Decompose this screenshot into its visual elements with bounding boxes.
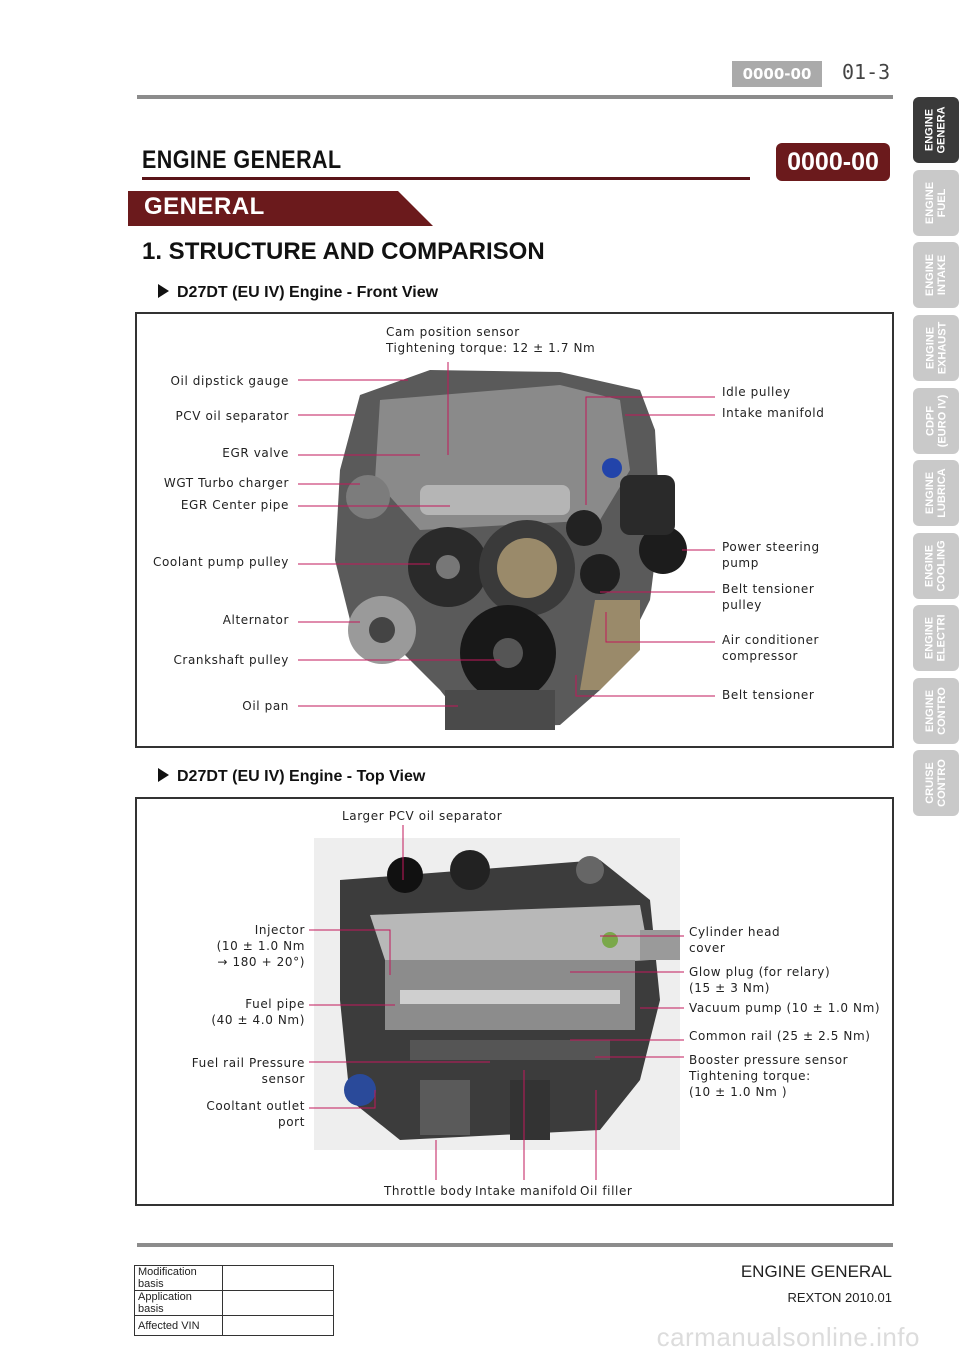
top-label-injector: Injector (10 ± 1.0 Nm → 180 + 20°) (216, 923, 305, 969)
front-view-heading-text: D27DT (EU IV) Engine - Front View (177, 284, 439, 301)
front-label-egr-valve: EGR valve (222, 446, 289, 460)
top-view-heading: D27DT (EU IV) Engine - Top View (158, 768, 425, 786)
top-label-intake-manifold: Intake manifold (475, 1184, 578, 1198)
top-label-fuel-rail-pressure-sensor: Fuel rail Pressure sensor (191, 1056, 305, 1086)
top-label-glow-plug: Glow plug (for relary) (15 ± 3 Nm) (689, 965, 831, 995)
top-label-vacuum-pump: Vacuum pump (10 ± 1.0 Nm) (689, 1001, 881, 1015)
table-row: Application basis (134, 1290, 334, 1316)
footer-title: ENGINE GENERAL (740, 1262, 892, 1281)
front-label-intake-manifold: Intake manifold (722, 406, 825, 420)
front-view-heading: D27DT (EU IV) Engine - Front View (158, 284, 438, 302)
section-banner (128, 191, 433, 226)
side-tab-label: ENGINE INTAKE (924, 253, 948, 297)
top-label-booster-pressure-sensor: Booster pressure sensor Tightening torqu… (689, 1053, 849, 1099)
side-tab-engine-general[interactable]: ENGINE GENERA (913, 97, 959, 163)
side-tab-label: ENGINE COOLING (924, 540, 948, 592)
table-key: Application basis (134, 1290, 223, 1316)
side-tab-label: ENGINE GENERA (924, 106, 948, 154)
side-tab-engine-lubrication[interactable]: ENGINE LUBRICA (913, 460, 959, 526)
side-tab-engine-control[interactable]: ENGINE CONTRO (913, 678, 959, 744)
top-label-coolant-outlet-port: Cooltant outlet port (206, 1099, 305, 1129)
side-tab-label: CRUISE CONTRO (924, 759, 949, 807)
top-view-illustration (309, 825, 684, 1180)
top-label-fuel-pipe: Fuel pipe (40 ± 4.0 Nm) (211, 997, 305, 1027)
front-label-coolant-pump-pulley: Coolant pump pulley (153, 555, 289, 569)
section-heading: 1. STRUCTURE AND COMPARISON (142, 238, 545, 265)
engine-front-image (335, 370, 687, 730)
engine-top-image (314, 838, 680, 1150)
side-tab-cruise-control[interactable]: CRUISE CONTRO (913, 750, 959, 816)
front-label-crankshaft-pulley: Crankshaft pulley (173, 653, 289, 667)
top-label-cylinder-head-cover: Cylinder head cover (689, 925, 781, 955)
table-value (222, 1315, 334, 1336)
section-banner-label: GENERAL (144, 193, 265, 220)
front-label-belt-tensioner-pulley: Belt tensioner pulley (722, 582, 815, 612)
side-tab-label: CDPF (EURO IV) (924, 394, 948, 448)
top-label-common-rail: Common rail (25 ± 2.5 Nm) (689, 1029, 871, 1043)
triangle-bullet-icon (158, 284, 169, 298)
top-divider (137, 95, 893, 99)
side-tab-engine-intake[interactable]: ENGINE INTAKE (913, 242, 959, 308)
front-label-air-conditioner-compressor: Air conditioner compressor (722, 633, 820, 663)
side-tab-cdpf[interactable]: CDPF (EURO IV) (913, 388, 959, 454)
top-view-heading-text: D27DT (EU IV) Engine - Top View (177, 768, 426, 785)
side-tab-label: ENGINE LUBRICA (924, 468, 948, 518)
side-tab-label: ENGINE EXHAUST (924, 321, 948, 375)
table-key: Affected VIN (134, 1315, 223, 1336)
table-value (222, 1290, 334, 1316)
page-title: ENGINE GENERAL (142, 146, 342, 174)
front-label-wgt-turbo-charger: WGT Turbo charger (163, 476, 289, 490)
table-key: Modification basis (134, 1265, 223, 1291)
table-row: Affected VIN (134, 1315, 334, 1336)
side-tab-label: ENGINE CONTRO (924, 687, 949, 735)
side-tab-label: ENGINE ELECTRI (924, 614, 948, 662)
front-label-oil-dipstick-gauge: Oil dipstick gauge (170, 374, 289, 388)
side-tab-engine-fuel[interactable]: ENGINE FUEL (913, 170, 959, 236)
modification-table: Modification basis Application basis Aff… (134, 1265, 334, 1336)
side-tab-engine-electrical[interactable]: ENGINE ELECTRI (913, 605, 959, 671)
side-tab-engine-exhaust[interactable]: ENGINE EXHAUST (913, 315, 959, 381)
front-view-illustration (298, 362, 715, 730)
front-label-oil-pan: Oil pan (242, 699, 289, 713)
table-value (222, 1265, 334, 1291)
table-row: Modification basis (134, 1265, 334, 1291)
front-label-power-steering-pump: Power steering pump (722, 540, 820, 570)
top-leader-lines (309, 825, 684, 1180)
front-leader-lines (298, 362, 715, 707)
top-label-throttle-body: Throttle body (384, 1184, 473, 1198)
page-number: 01-3 (842, 60, 891, 84)
front-label-belt-tensioner: Belt tensioner (722, 688, 815, 702)
watermark: carmanualsonline.info (656, 1322, 920, 1352)
title-code-badge: 0000-00 (776, 143, 890, 181)
title-underline (142, 177, 750, 180)
side-tab-label: ENGINE FUEL (924, 181, 948, 225)
front-label-idle-pulley: Idle pulley (722, 385, 791, 399)
footer-divider (137, 1243, 893, 1247)
top-label-larger-pcv-oil-separator: Larger PCV oil separator (342, 809, 503, 823)
front-label-alternator: Alternator (222, 613, 289, 627)
footer-subtitle: REXTON 2010.01 (787, 1290, 892, 1305)
front-label-egr-center-pipe: EGR Center pipe (180, 498, 289, 512)
triangle-bullet-icon (158, 768, 169, 782)
front-label-pcv-oil-separator: PCV oil separator (175, 409, 289, 423)
side-tab-engine-cooling[interactable]: ENGINE COOLING (913, 533, 959, 599)
top-label-oil-filler: Oil filler (580, 1184, 633, 1198)
cam-position-sensor-label: Cam position sensor Tightening torque: 1… (386, 325, 596, 355)
header-code-badge: 0000-00 (732, 61, 822, 87)
